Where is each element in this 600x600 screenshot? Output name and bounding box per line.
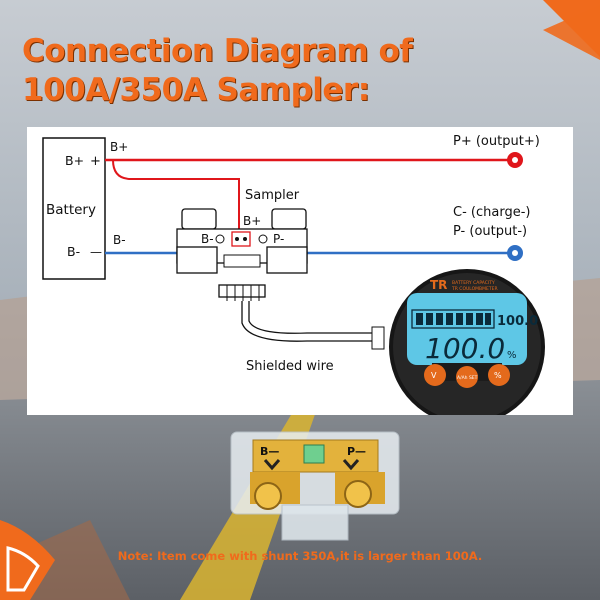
lcd-screen [407,293,527,365]
sampler-label: Sampler [245,188,300,203]
meter-button-percent-label: % [494,371,502,380]
battery-negative-label: B- [67,244,80,259]
shunt-bolt-right [344,480,372,508]
b-plus-wire-label: B+ [110,140,128,154]
shunt-b-minus-label: B— [260,445,279,458]
battery-box [42,137,106,280]
battery-label: Battery [46,202,96,218]
connection-diagram: Battery B+ + B- — B+ P+ (output+) B- C- … [42,134,545,415]
meter-button-percent[interactable] [488,364,510,386]
meter-button-v-label: V [431,371,437,380]
page-title-line2: 100A/350A Sampler: [22,72,370,108]
shunt-p-minus-label: P— [347,445,366,458]
shielded-wire-label: Shielded wire [246,359,334,374]
meter-subtitle2: TR COULOMBMETER [451,286,498,292]
meter-button-set[interactable] [456,366,478,388]
sampler-b-plus-wire [112,159,240,239]
lcd-reading: 100.0 [425,332,505,365]
meter-brand: TR [430,278,447,292]
meter-button-set-label: A/Ah SET [457,375,478,381]
shielded-wire [241,301,372,342]
meter-button-v[interactable] [424,364,446,386]
battery-negative-sign: — [90,245,102,259]
b-minus-wire-label: B- [113,233,126,247]
shunt-bolt-left [254,482,282,510]
logo-icon [0,520,55,600]
c-minus-label: C- (charge-) [453,205,530,220]
battery-bars [411,309,495,329]
p-plus-output-label: P+ (output+) [453,134,540,149]
note-text: Note: Item come with shunt 350A,it is la… [117,549,483,563]
page-title-line1: Connection Diagram of [22,33,413,69]
shunt-arrow-icons [263,459,360,471]
coulomb-meter [389,269,545,415]
meter-subtitle1: BATTERY CAPACITY [452,280,495,286]
p-minus-output-label: P- (output-) [453,224,527,239]
battery-positive-sign: + [90,154,101,169]
sampler-shunt [176,208,308,301]
sampler-b-plus-label: B+ [243,214,261,228]
battery-positive-label: B+ [65,153,84,168]
lcd-battery-percent: 100.0 [497,314,538,329]
diagram-panel: Battery B+ + B- — B+ P+ (output+) B- C- … [27,127,573,415]
sampler-b-minus-label: B- [201,232,214,246]
lcd-unit: % [507,350,517,361]
sampler-p-minus-label: P- [273,232,284,246]
